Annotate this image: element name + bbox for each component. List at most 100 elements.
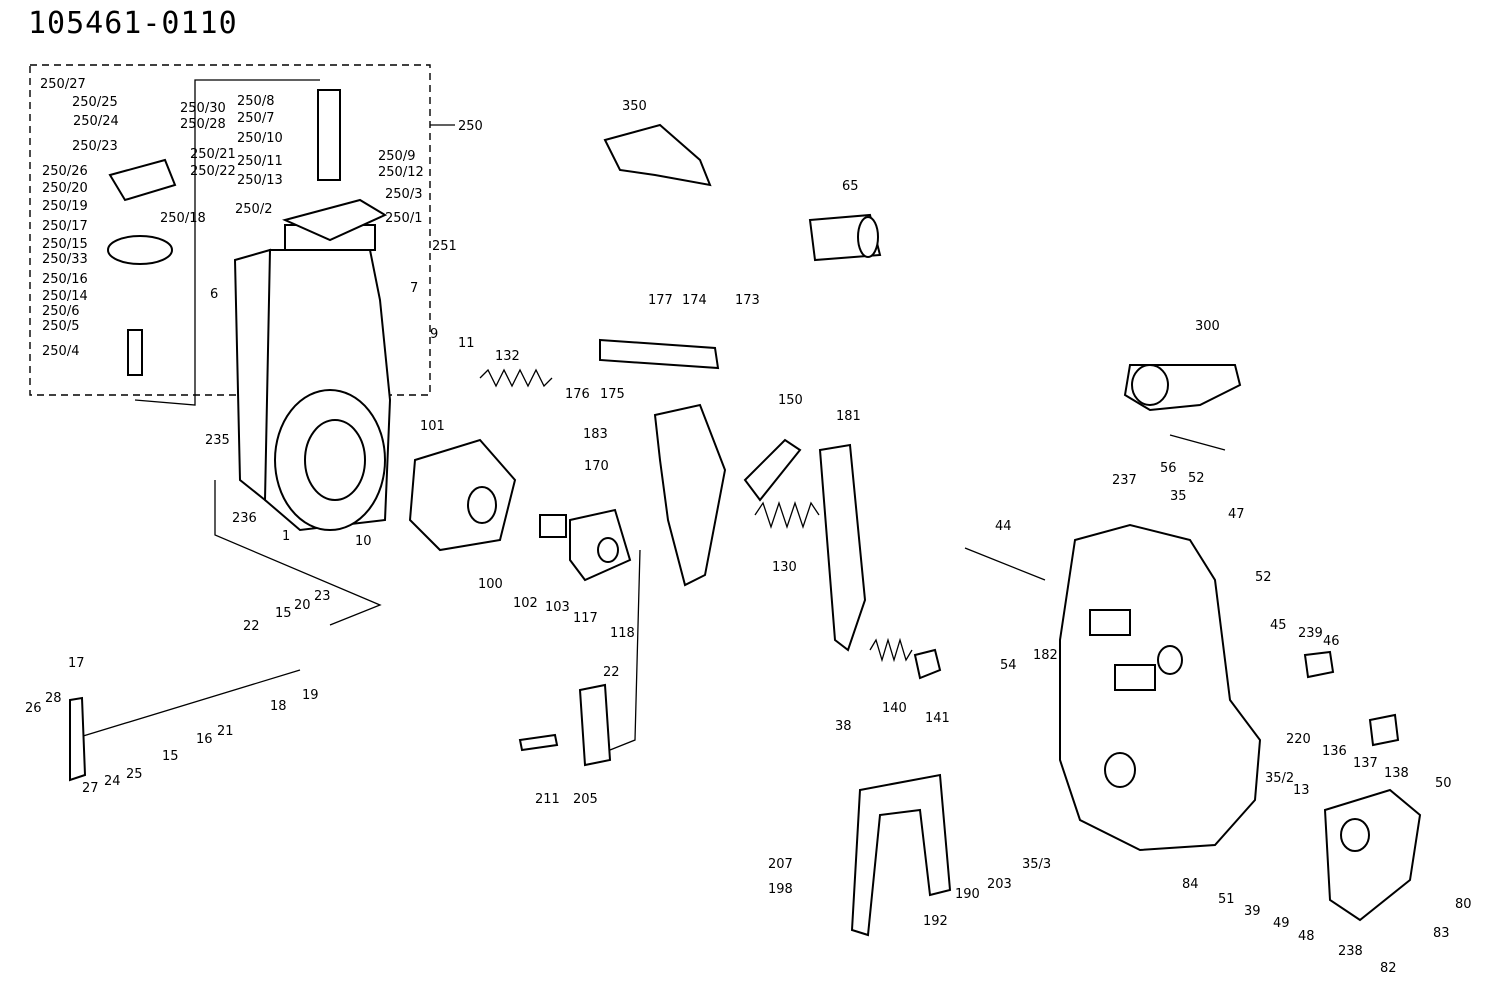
callout-label: 45	[1270, 618, 1287, 633]
callout-label: 7	[410, 281, 418, 296]
callout-label: 49	[1273, 916, 1290, 931]
callout-label: 65	[842, 179, 859, 194]
shaft-16	[69, 669, 301, 741]
callout-label: 170	[584, 459, 609, 474]
callout-label: 10	[355, 534, 372, 549]
callout-label: 137	[1353, 756, 1378, 771]
callout-label: 207	[768, 857, 793, 872]
callout-label: 250/8	[237, 94, 274, 109]
flyweight-assembly	[408, 438, 632, 582]
callout-label: 35/3	[1022, 857, 1051, 872]
pump-housing-237	[1059, 523, 1262, 852]
callout-label: 181	[836, 409, 861, 424]
callout-label: 1	[282, 529, 290, 544]
callout-label: 250/16	[42, 272, 88, 287]
callout-label: 102	[513, 596, 538, 611]
callout-label: 24	[104, 774, 121, 789]
callout-label: 15	[162, 749, 179, 764]
connection-line-2	[609, 549, 641, 751]
callout-label: 250/9	[378, 149, 415, 164]
diaphragm	[107, 235, 173, 265]
callout-label: 250/27	[40, 77, 86, 92]
callout-label: 50	[1435, 776, 1452, 791]
nut-141	[913, 648, 942, 680]
callout-label: 236	[232, 511, 257, 526]
callout-label: 211	[535, 792, 560, 807]
callout-label: 192	[923, 914, 948, 929]
bolt-44	[964, 547, 1046, 581]
callout-label: 250	[458, 119, 483, 134]
callout-label: 250/2	[235, 202, 272, 217]
callout-label: 198	[768, 882, 793, 897]
callout-label: 250/17	[42, 219, 88, 234]
callout-label: 35/2	[1265, 771, 1294, 786]
callout-label: 17	[68, 656, 85, 671]
callout-label: 239	[1298, 626, 1323, 641]
callout-label: 250/23	[72, 139, 118, 154]
callout-label: 205	[573, 792, 598, 807]
callout-label: 84	[1182, 877, 1199, 892]
callout-label: 101	[420, 419, 445, 434]
callout-label: 250/33	[42, 252, 88, 267]
push-rod	[127, 329, 143, 376]
callout-label: 235	[205, 433, 230, 448]
callout-label: 250/7	[237, 111, 274, 126]
callout-label: 13	[1293, 783, 1310, 798]
callout-label: 238	[1338, 944, 1363, 959]
callout-label: 83	[1433, 926, 1450, 941]
callout-label: 117	[573, 611, 598, 626]
callout-label: 250/30	[180, 101, 226, 116]
lever-plate-190	[850, 773, 952, 937]
spring-140	[869, 637, 913, 663]
spring-130	[754, 500, 820, 530]
callout-label: 52	[1255, 570, 1272, 585]
callout-label: 176	[565, 387, 590, 402]
callout-label: 52	[1188, 471, 1205, 486]
callout-label: 48	[1298, 929, 1315, 944]
callout-label: 220	[1286, 732, 1311, 747]
callout-label: 20	[294, 598, 311, 613]
callout-label: 141	[925, 711, 950, 726]
callout-label: 250/19	[42, 199, 88, 214]
callout-label: 350	[622, 99, 647, 114]
nut-46	[1303, 650, 1335, 679]
link-150	[743, 438, 802, 502]
callout-label: 150	[778, 393, 803, 408]
callout-label: 250/15	[42, 237, 88, 252]
governor-kit-dashed-box	[29, 64, 431, 396]
callout-label: 46	[1323, 634, 1340, 649]
lever-207	[578, 683, 612, 767]
callout-label: 35	[1170, 489, 1187, 504]
callout-label: 183	[583, 427, 608, 442]
callout-label: 22	[603, 665, 620, 680]
callout-label: 177	[648, 293, 673, 308]
callout-label: 132	[495, 349, 520, 364]
callout-label: 250/1	[385, 211, 422, 226]
callout-label: 28	[45, 691, 62, 706]
callout-label: 11	[458, 336, 475, 351]
callout-label: 18	[270, 699, 287, 714]
callout-label: 250/13	[237, 173, 283, 188]
callout-label: 250/14	[42, 289, 88, 304]
control-lever-181	[818, 443, 867, 652]
callout-label: 82	[1380, 961, 1397, 976]
callout-label: 182	[1033, 648, 1058, 663]
lever-26	[69, 696, 87, 782]
callout-label: 26	[25, 701, 42, 716]
callout-label: 51	[1218, 892, 1235, 907]
connection-line	[214, 480, 382, 626]
bolt-52	[1169, 434, 1226, 451]
callout-label: 250/22	[190, 164, 236, 179]
callout-label: 138	[1384, 766, 1409, 781]
callout-label: 103	[545, 600, 570, 615]
diaphragm-housing	[108, 158, 177, 202]
callout-label: 27	[82, 781, 99, 796]
callout-label: 80	[1455, 897, 1472, 912]
callout-label: 250/20	[42, 181, 88, 196]
drawing-number: 105461-0110	[28, 6, 238, 41]
callout-label: 300	[1195, 319, 1220, 334]
callout-label: 6	[210, 287, 218, 302]
callout-label: 23	[314, 589, 331, 604]
callout-label: 175	[600, 387, 625, 402]
